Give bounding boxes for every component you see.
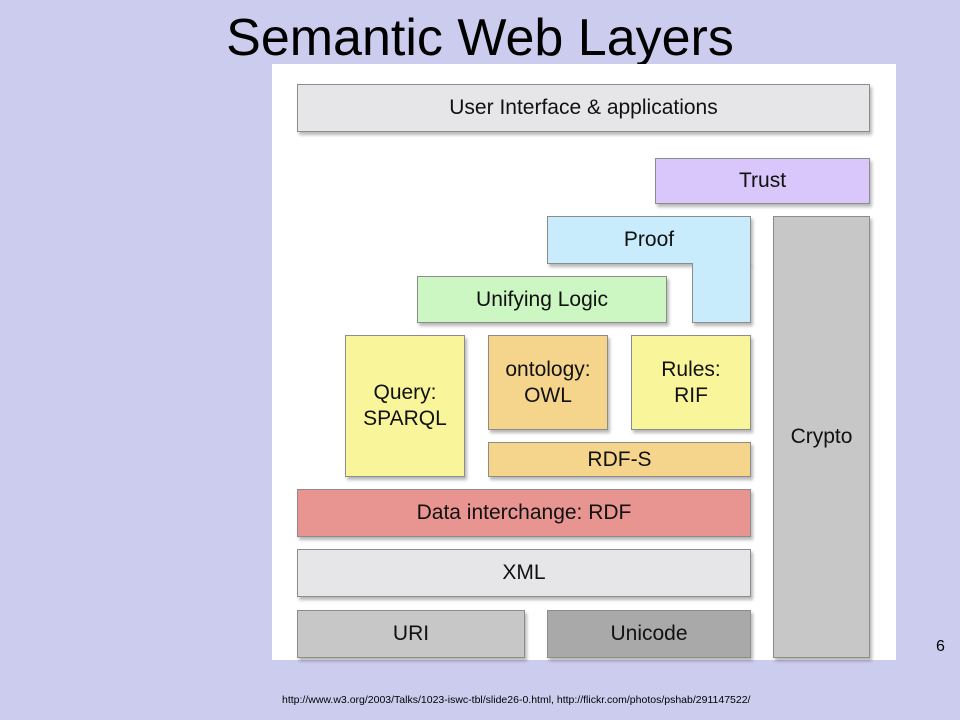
ontology-owl-layer: ontology: OWL [488,335,608,430]
semantic-web-stack-diagram: User Interface & applications Trust Proo… [272,64,896,660]
unifying-logic-layer: Unifying Logic [417,276,667,323]
rdf-data-interchange-layer: Data interchange: RDF [297,489,751,537]
rules-label: Rules: [661,357,721,381]
query-label: Query: [373,381,437,404]
rules-rif-layer: Rules: RIF [631,335,751,430]
proof-layer: Proof [547,216,751,264]
uri-layer: URI [297,610,525,658]
page-number: 6 [936,638,945,655]
user-interface-layer: User Interface & applications [297,84,870,132]
rif-label: RIF [674,383,708,407]
trust-layer: Trust [655,158,870,204]
proof-layer-extension [692,263,751,323]
source-citation: http://www.w3.org/2003/Talks/1023-iswc-t… [282,694,751,706]
unicode-layer: Unicode [547,610,751,658]
rdfs-layer: RDF-S [488,442,751,477]
xml-layer: XML [297,549,751,597]
crypto-layer: Crypto [773,216,870,658]
sparql-label: SPARQL [363,407,447,430]
owl-label: OWL [524,383,572,407]
ontology-label: ontology: [505,357,591,381]
query-sparql-layer: Query: SPARQL [345,335,465,477]
slide-title: Semantic Web Layers [226,9,734,67]
